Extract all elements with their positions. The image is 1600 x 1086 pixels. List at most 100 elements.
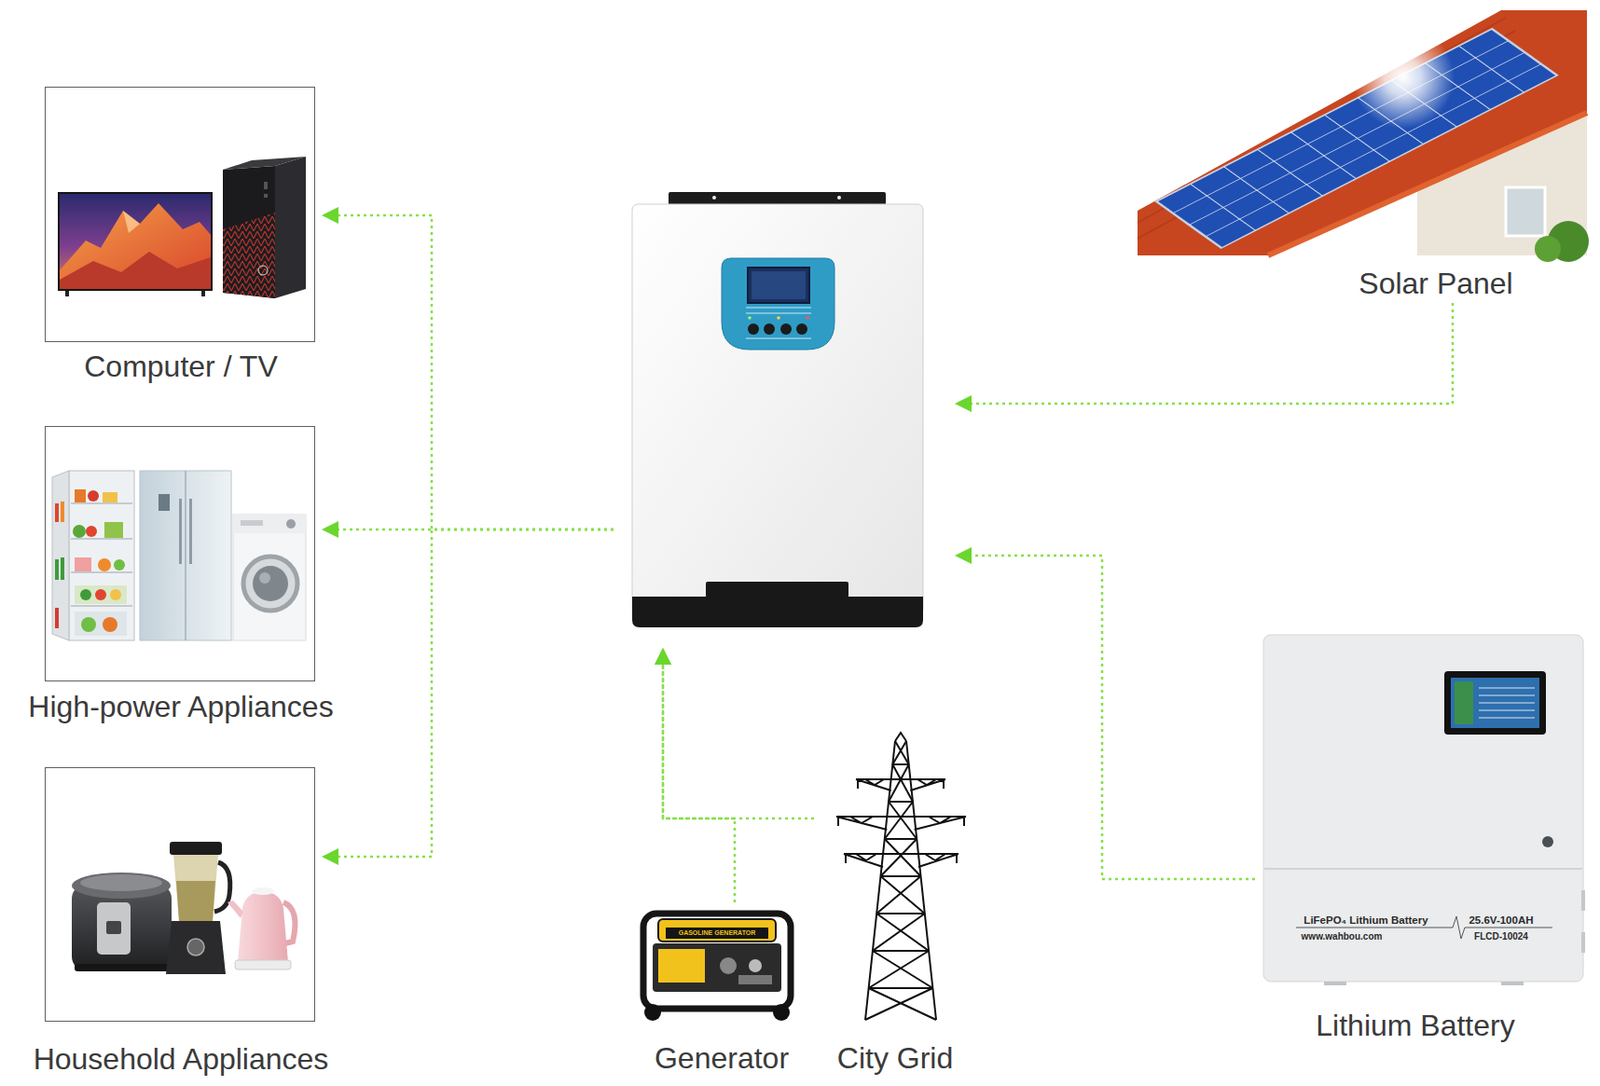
pylon-illustration-part (865, 732, 937, 1021)
battery-illustration-part (1263, 634, 1584, 982)
battery-unit: Lithium Battery (1263, 634, 1584, 1046)
battery-illustration-part (1450, 677, 1540, 729)
generator-illustration-part (772, 1004, 790, 1021)
connector-arrow (654, 648, 735, 903)
fridge-illustration-part (189, 498, 193, 565)
washer-illustration-part (252, 565, 289, 602)
generator-illustration (643, 913, 791, 1021)
generator-illustration-part (719, 957, 737, 975)
open-fridge-illustration-part (87, 490, 99, 502)
blender-illustration-part (176, 881, 216, 922)
pc-tower-illustration-part (222, 165, 276, 299)
node-label: Lithium Battery (1315, 1008, 1515, 1044)
kettle-illustration (227, 887, 295, 970)
open-fridge-illustration-part (97, 558, 111, 572)
open-fridge-illustration-part (74, 611, 127, 636)
open-fridge-illustration-part (104, 522, 124, 538)
generator-illustration-part (748, 959, 762, 973)
generator-illustration-part (658, 949, 705, 983)
open-fridge-illustration-part (52, 470, 69, 641)
washer-illustration-part (233, 514, 306, 534)
inverter-illustration-part (747, 323, 759, 335)
pc-tower-illustration-part (222, 212, 276, 299)
tv-illustration-part (57, 192, 213, 291)
inverter-illustration-part (780, 323, 792, 335)
open-fridge-illustration-part (81, 617, 97, 633)
generator-illustration-part (738, 975, 773, 985)
generator-illustration-part (652, 943, 782, 993)
generator-illustration-part (658, 919, 776, 942)
pylon-illustration (836, 732, 966, 1021)
blender-illustration (165, 841, 231, 975)
open-fridge-illustration-part (74, 585, 127, 605)
node-label: City Grid (837, 1041, 953, 1076)
solar-house-illustration (1137, 10, 1589, 263)
inverter-illustration-part (796, 323, 808, 335)
node-label: Solar Panel (1358, 266, 1513, 302)
pc-tower-illustration-part (258, 265, 268, 276)
blender-illustration-part (173, 855, 219, 922)
inverter-illustration-part (705, 581, 849, 598)
inverter-illustration-part (721, 258, 835, 350)
generator-illustration-part (643, 913, 791, 1009)
washer-illustration (233, 514, 306, 641)
arrow-head (321, 206, 339, 224)
tv-illustration-part (123, 210, 140, 234)
node-label: Generator (654, 1041, 789, 1076)
open-fridge-illustration-part (102, 617, 118, 633)
washer-illustration-part (240, 520, 263, 526)
battery-illustration-part (1501, 981, 1524, 986)
blender-illustration-part (187, 938, 205, 956)
connector-arrow (954, 303, 1453, 413)
connector-arrow (321, 206, 614, 530)
washer-illustration-part (233, 514, 306, 641)
connector-line (971, 555, 1256, 880)
inverter-illustration (632, 192, 924, 628)
blender-illustration-part (214, 862, 231, 912)
fridge-illustration-part (139, 470, 232, 641)
blender-illustration-part (165, 921, 226, 975)
kettle-illustration-part (251, 887, 275, 896)
tv-illustration-part (59, 193, 211, 290)
connector-arrow (321, 529, 614, 866)
washer-illustration-part (259, 572, 271, 584)
arrow-head (654, 648, 672, 665)
tv-illustration-part (201, 290, 206, 297)
pc-tower-illustration-part (275, 156, 306, 299)
kettle-illustration-part (234, 960, 291, 970)
pylon-illustration-part (865, 741, 937, 1021)
inverter-illustration-part (632, 204, 924, 615)
rice-cooker-illustration-part (74, 964, 169, 972)
inverter-illustration-part (745, 307, 812, 314)
pylon-illustration-part (843, 854, 959, 868)
printed-text: LiFePO₄ Lithium Battery (1303, 914, 1428, 928)
inverter-illustration-part (747, 316, 752, 320)
blender-illustration-part (169, 841, 222, 856)
inverter-illustration-part (745, 338, 812, 340)
generator-unit: Generator (634, 902, 799, 1076)
open-fridge-illustration-part (60, 501, 65, 523)
connector-arrow (954, 547, 1256, 880)
kettle-illustration-part (227, 900, 244, 919)
arrow-head (321, 521, 339, 538)
generator-illustration-part (644, 1004, 662, 1021)
rice-cooker-illustration-part (71, 872, 171, 899)
open-fridge-illustration-part (74, 489, 86, 503)
inverter-illustration-part (632, 596, 924, 628)
open-fridge-illustration-part (110, 589, 122, 601)
open-fridge-illustration-part (55, 607, 59, 629)
solar-house-illustration-part (1534, 235, 1561, 263)
inverter-unit (632, 192, 924, 628)
arrow-head (954, 395, 972, 413)
pylon-illustration-part (855, 779, 946, 791)
open-fridge-illustration-part (60, 557, 65, 580)
fridge-illustration (139, 470, 232, 641)
arrow-head (654, 648, 672, 665)
tv-illustration-part (59, 251, 211, 290)
inverter-illustration-part (776, 316, 781, 320)
solar-house-illustration-part (1351, 26, 1455, 129)
solar-panel-unit: Solar Panel (1137, 10, 1587, 304)
printed-text: 25.6V-100AH (1468, 914, 1533, 928)
printed-text: GASOLINE GENERATOR (678, 928, 757, 938)
